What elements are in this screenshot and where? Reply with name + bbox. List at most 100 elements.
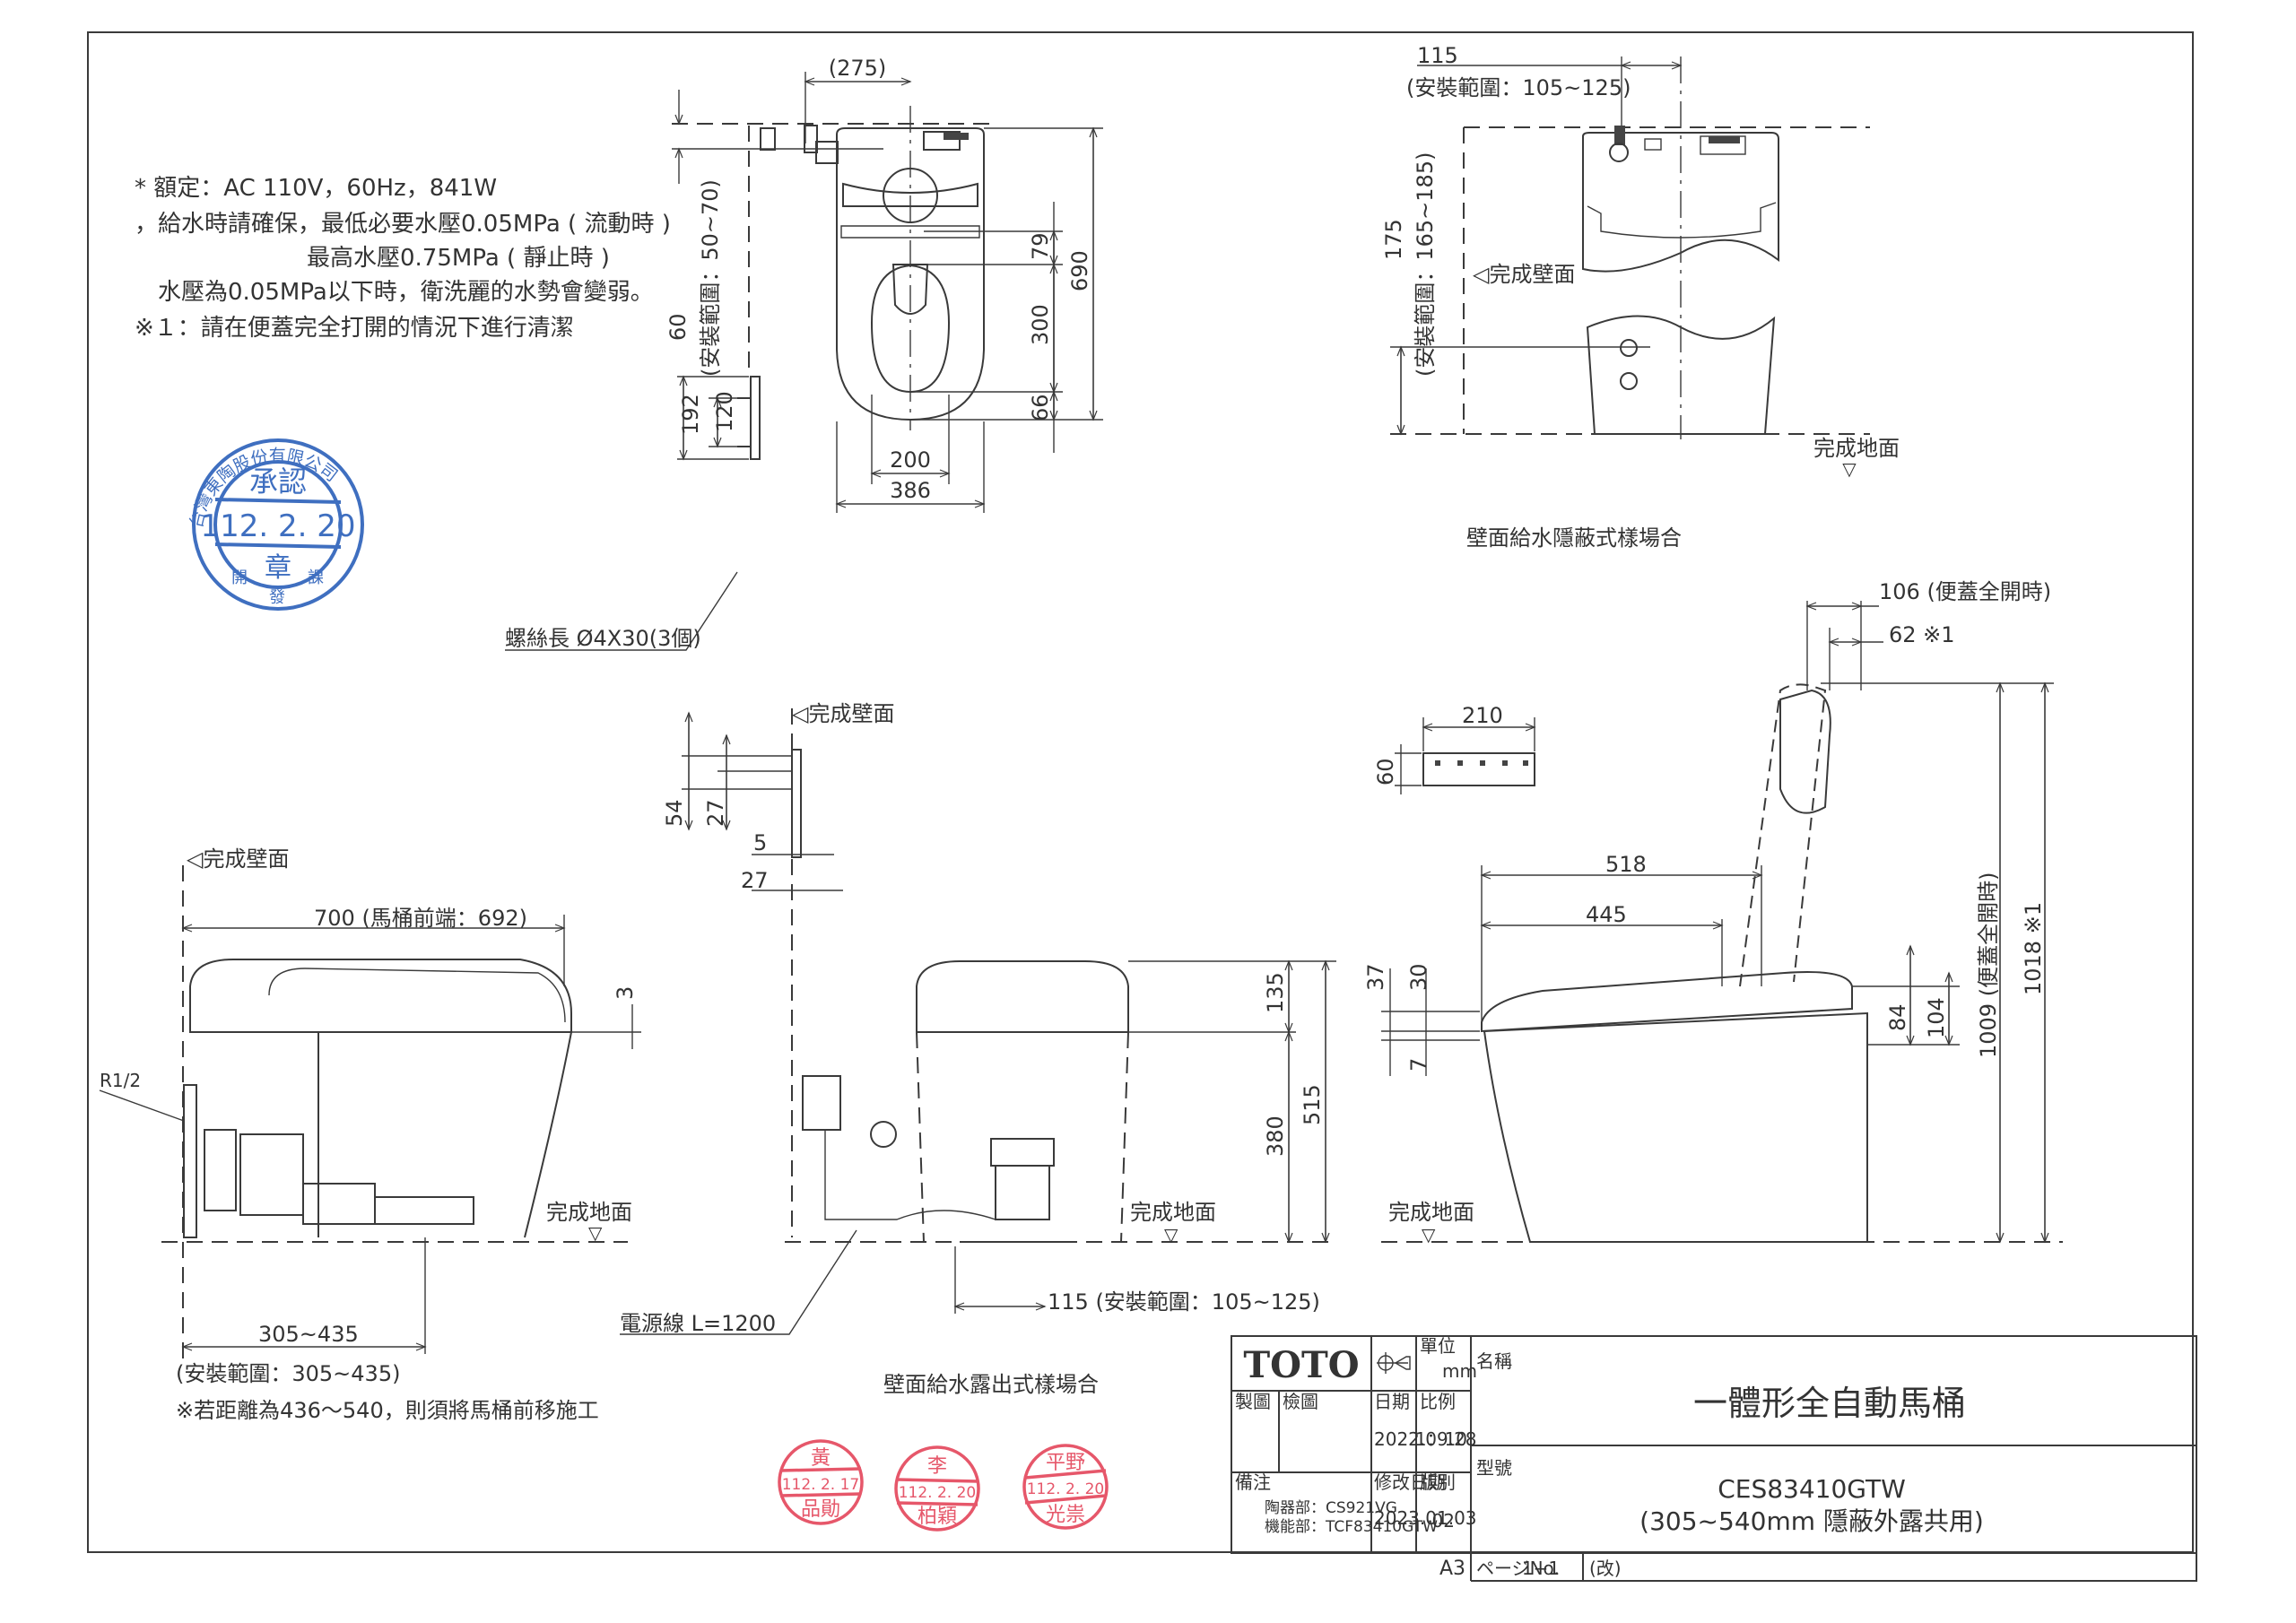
toto-logo: TOTO	[1243, 1344, 1359, 1386]
dim-60: 60	[665, 313, 691, 341]
right-side-view: 106 (便蓋全開時) 62 ※1 210 60 518 445 37 30 7	[1363, 579, 2063, 1245]
wall-label: ◁完成壁面	[187, 846, 289, 872]
dim-690: 690	[1067, 250, 1092, 291]
projection-symbol-icon	[1377, 1352, 1411, 1374]
note-cleaning: ※１：請在便蓋完全打開的情況下進行清潔	[135, 315, 574, 342]
scale-label: 比例	[1420, 1391, 1456, 1412]
front-view: ◁完成壁面 54 27 5 27 135 380 515 完成地面 ▽ 115	[620, 701, 1336, 1397]
top-plan-view: (275) 60 (安裝範圍：50~70) 79 300 66 690 200 …	[505, 56, 1103, 651]
dim-380: 380	[1263, 1115, 1288, 1157]
spec-notes: * 額定：AC 110V，60Hz，841W ，給水時請確保，最低必要水壓0.0…	[135, 175, 671, 342]
dim-7: 7	[1406, 1058, 1431, 1072]
note-rating: * 額定：AC 110V，60Hz，841W	[135, 175, 497, 202]
caption-exposed: 壁面給水露出式樣場合	[883, 1372, 1099, 1397]
caption-concealed: 壁面給水隱蔽式樣場合	[1466, 525, 1682, 551]
revision-mark: (改)	[1589, 1558, 1622, 1579]
dim-60: 60	[1373, 758, 1398, 785]
paper-size: A3	[1439, 1558, 1465, 1580]
dim-30: 30	[1406, 963, 1431, 991]
revision-date-value: 2023.01.03	[1374, 1507, 1477, 1529]
unit-label: 單位	[1420, 1335, 1456, 1357]
dim-192: 192	[678, 394, 703, 435]
revision-date-label: 修改日期	[1374, 1471, 1446, 1493]
stamp-name: 光祟	[1046, 1504, 1085, 1526]
dim-54: 54	[662, 799, 687, 827]
version-label: 版別	[1420, 1471, 1456, 1493]
dim-106: 106 (便蓋全開時)	[1879, 579, 2051, 604]
signoff-stamp: 黃 112. 2. 17 品勛	[778, 1439, 864, 1525]
stamp-name: 品勛	[801, 1498, 840, 1521]
dim-60-range: (安裝範圍：50~70)	[698, 179, 723, 377]
stamp-date: 112. 2. 20	[1027, 1480, 1105, 1498]
dim-700: 700 (馬桶前端：692)	[314, 906, 527, 931]
floor-marker-icon: ▽	[1422, 1224, 1436, 1245]
floor-label: 完成地面	[1388, 1200, 1474, 1225]
dim-115: 115 (安裝範圍：105~125)	[1048, 1289, 1320, 1315]
remark-ceramic: 陶器部：CS921VG	[1265, 1499, 1397, 1517]
drawn-label: 製圖	[1235, 1391, 1271, 1412]
stamp-date: 112. 2. 20	[899, 1484, 977, 1502]
left-side-view: ◁完成壁面 700 (馬桶前端：692) 3 R1/2 完成地面 ▽ 305~4…	[99, 846, 641, 1423]
dim-3: 3	[613, 986, 638, 1000]
date-label: 日期	[1374, 1391, 1410, 1412]
dim-135: 135	[1263, 972, 1288, 1013]
dim-62: 62 ※1	[1889, 622, 1955, 647]
dim-300: 300	[1028, 304, 1053, 345]
stamp-name: 柏穎	[918, 1506, 957, 1528]
approval-stamp: 台灣東陶股份有限公司 承認 112. 2. 20 章 開 發 課	[187, 438, 364, 611]
dim-115-range: (安裝範圍：105~125)	[1406, 75, 1631, 100]
scale-value: 1：10	[1415, 1428, 1467, 1450]
dim-305-range: (安裝範圍：305~435)	[176, 1361, 400, 1386]
signoff-stamps: 黃 112. 2. 17 品勛 李 112. 2. 20 柏穎 平野 112. …	[778, 1439, 1109, 1532]
note-low-pressure: 水壓為0.05MPa以下時，衛洗麗的水勢會變弱。	[158, 279, 654, 306]
dim-210: 210	[1462, 703, 1503, 728]
page-label: ページNo.	[1476, 1558, 1560, 1579]
floor-label: 完成地面	[1130, 1200, 1216, 1225]
dim-79: 79	[1028, 232, 1053, 260]
floor-marker-icon: ▽	[1164, 1224, 1178, 1245]
note-pressure-min: ，給水時請確保，最低必要水壓0.05MPa ( 流動時 )	[135, 211, 671, 238]
stamp-dept: 發	[269, 588, 285, 607]
dim-518: 518	[1605, 852, 1647, 877]
power-cord-label: 電源線 L=1200	[620, 1311, 776, 1336]
signoff-stamp: 李 112. 2. 20 柏穎	[894, 1445, 980, 1532]
dim-84: 84	[1885, 1003, 1910, 1031]
dim-305: 305~435	[258, 1322, 359, 1347]
dim-37: 37	[1363, 963, 1388, 991]
page-number: 1−1	[1522, 1558, 1560, 1579]
floor-label: 完成地面	[546, 1200, 632, 1225]
title-block: TOTO 單位 mm 名稱 一體形全自動馬桶 製圖 檢圖 日期 2022.09.…	[1231, 1335, 2197, 1582]
dim-515: 515	[1300, 1084, 1325, 1125]
stamp-name: 平野	[1046, 1452, 1085, 1474]
stamp-seal: 章	[265, 552, 291, 584]
unit-value: mm	[1442, 1360, 1477, 1382]
stamp-date: 112. 2. 17	[782, 1476, 860, 1494]
stamp-name: 李	[927, 1455, 947, 1478]
dim-445: 445	[1586, 902, 1627, 927]
dim-115: 115	[1417, 43, 1458, 68]
dim-275: (275)	[829, 56, 887, 81]
dim-5: 5	[753, 830, 767, 855]
dim-66: 66	[1028, 394, 1053, 421]
dim-27b: 27	[741, 868, 769, 893]
stamp-dept: 課	[308, 568, 324, 587]
product-name: 一體形全自動馬桶	[1693, 1384, 1966, 1423]
note-pressure-max: 最高水壓0.75MPa ( 靜止時 )	[307, 245, 610, 272]
dim-175-range: (安裝範圍：165~185)	[1413, 152, 1438, 377]
model-subtitle: (305~540mm 隱蔽外露共用)	[1639, 1506, 1984, 1536]
dim-175: 175	[1381, 219, 1406, 260]
screw-label: 螺絲長 Ø4X30(3個)	[505, 626, 701, 651]
dim-1009: 1009 (便蓋全開時)	[1976, 872, 2001, 1058]
stamp-name: 黃	[811, 1447, 831, 1470]
stamp-date: 112. 2. 20	[200, 508, 355, 544]
model-label: 型號	[1476, 1457, 1512, 1479]
remarks-label: 備注	[1235, 1471, 1271, 1493]
dim-1018: 1018 ※1	[2021, 902, 2046, 995]
pipe-label: R1/2	[100, 1070, 141, 1091]
checked-label: 檢圖	[1283, 1391, 1318, 1412]
dim-200: 200	[890, 447, 931, 473]
wall-label: ◁完成壁面	[792, 701, 894, 726]
relocation-note: ※若距離為436～540，則須將馬桶前移施工	[176, 1398, 599, 1423]
name-label: 名稱	[1476, 1350, 1512, 1372]
